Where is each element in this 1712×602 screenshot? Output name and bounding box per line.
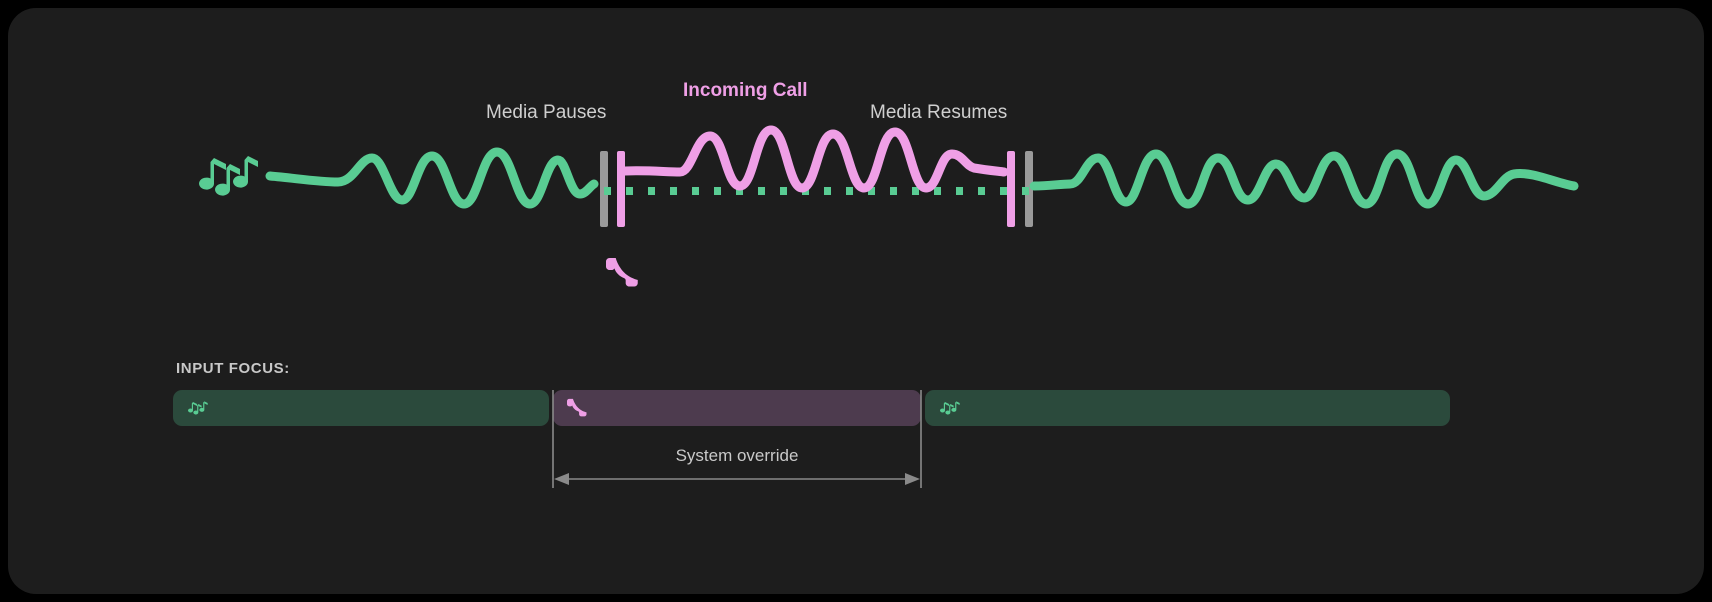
music-notes-icon bbox=[187, 398, 209, 418]
focus-bar-call[interactable] bbox=[553, 390, 921, 426]
override-arrow-head-left bbox=[554, 473, 569, 485]
pause-marker-pink bbox=[617, 151, 625, 227]
music-notes-icon bbox=[939, 398, 961, 418]
system-override-bracket bbox=[8, 348, 1704, 594]
media-waveform-after bbox=[1034, 154, 1574, 204]
input-focus-section: INPUT FOCUS: bbox=[8, 348, 1704, 594]
focus-bar-media-after[interactable] bbox=[925, 390, 1450, 426]
label-media-pauses: Media Pauses bbox=[486, 102, 606, 123]
call-waveform bbox=[625, 130, 1004, 188]
system-override-label: System override bbox=[553, 446, 921, 466]
override-arrow-head-right bbox=[905, 473, 920, 485]
phone-icon bbox=[567, 398, 587, 418]
audio-timeline: Media Pauses Incoming Call Media Resumes bbox=[8, 8, 1704, 348]
media-waveform-before bbox=[270, 152, 594, 204]
diagram-card: Media Pauses Incoming Call Media Resumes bbox=[8, 8, 1704, 594]
resume-marker-pink bbox=[1007, 151, 1015, 227]
label-incoming-call: Incoming Call bbox=[683, 80, 808, 101]
input-focus-label: INPUT FOCUS: bbox=[176, 360, 290, 377]
focus-bar-media-before[interactable] bbox=[173, 390, 549, 426]
music-notes-icon bbox=[199, 156, 258, 196]
label-media-resumes: Media Resumes bbox=[870, 102, 1007, 123]
phone-icon bbox=[606, 258, 638, 286]
